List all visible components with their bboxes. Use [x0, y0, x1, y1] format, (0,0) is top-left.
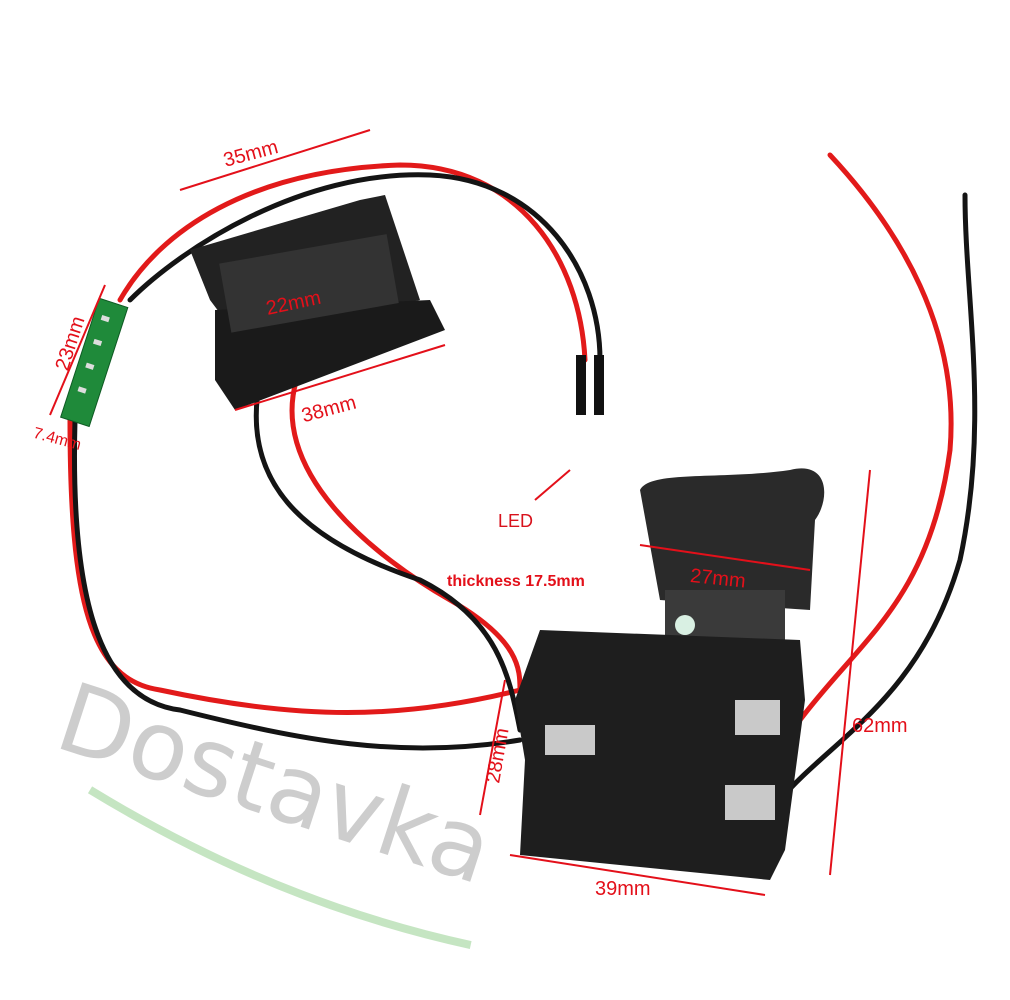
label-switch-height: 62mm [852, 715, 908, 737]
label-led: LED [498, 511, 533, 531]
label-battery-base: 38mm [299, 392, 358, 428]
dimension-lines [49, 129, 871, 896]
trigger-switch [515, 468, 825, 880]
label-thickness: thickness 17.5mm [447, 573, 585, 590]
label-switch-body-height: 28mm [482, 726, 513, 785]
label-battery-width: 35mm [221, 136, 280, 172]
led-pcb [60, 297, 129, 428]
svg-text:Dostavka: Dostavka [45, 661, 506, 906]
label-switch-width: 39mm [595, 878, 651, 900]
battery-connector [190, 195, 445, 410]
